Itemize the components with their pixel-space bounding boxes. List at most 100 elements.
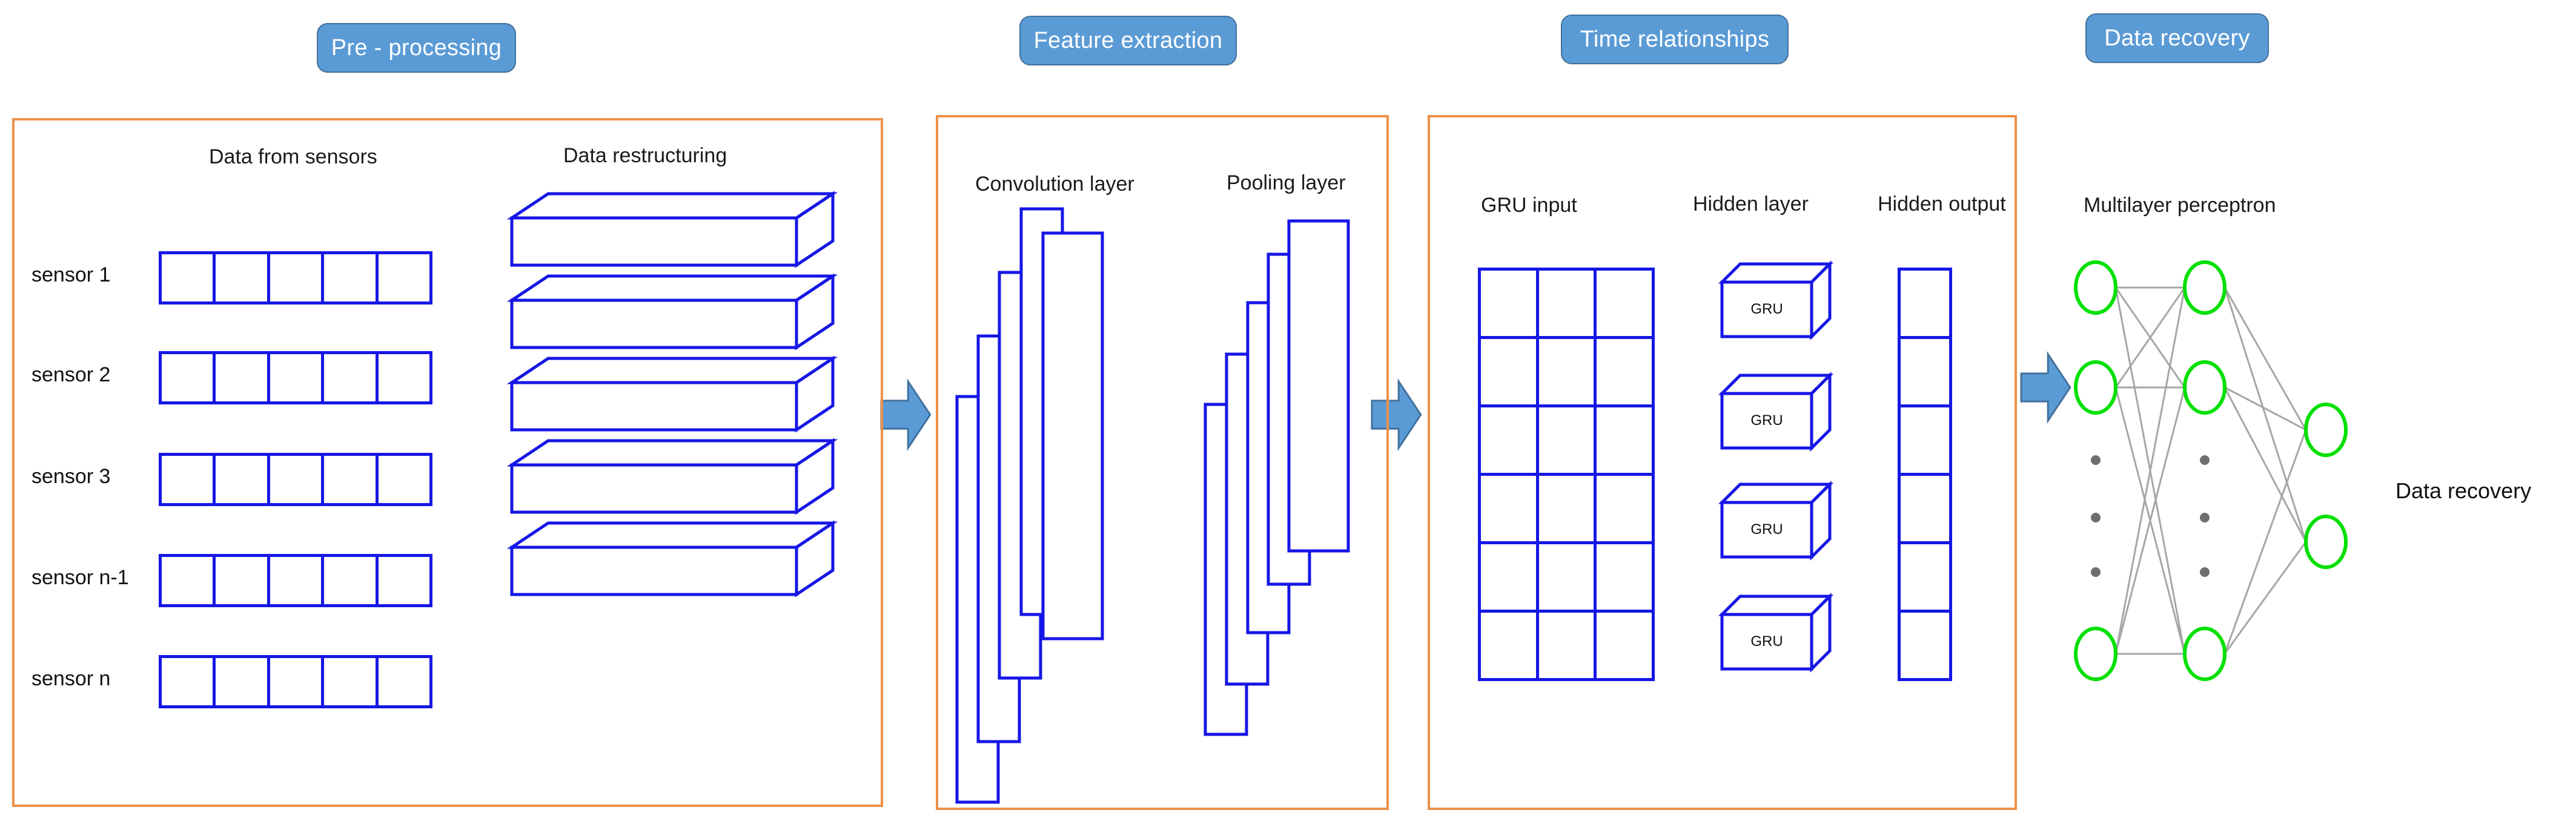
- sensor-data-cell: [216, 658, 270, 705]
- hidden-output-cell: [1901, 613, 1949, 678]
- sensor-data-cell: [270, 658, 325, 705]
- gru-input-cell: [1481, 407, 1539, 473]
- sensor-data-cell: [270, 557, 325, 604]
- sensor-data-cell: [324, 557, 379, 604]
- mlp-connection: [2114, 287, 2186, 654]
- gru-input-cell: [1597, 339, 1652, 404]
- mlp-node: [2074, 260, 2117, 315]
- mlp-connection: [2114, 287, 2186, 388]
- gru-cube-label: GRU: [1750, 301, 1783, 317]
- sensor-data-cell: [379, 456, 429, 503]
- sensor-row-label: sensor n: [31, 667, 111, 690]
- sensor-data-cell: [216, 254, 270, 301]
- gru-cube-label: GRU: [1750, 412, 1783, 429]
- hidden-output-grid-row: [1901, 407, 1949, 476]
- gru-input-cell: [1481, 544, 1539, 610]
- mlp-node: [2304, 515, 2348, 569]
- sensor-data-cell: [270, 354, 325, 401]
- gru-input-cell: [1539, 407, 1597, 473]
- panel-feature-extraction: [936, 115, 1389, 810]
- mlp-ellipsis-dot: [2200, 513, 2210, 522]
- sensor-data-cell: [379, 354, 429, 401]
- sensor-data-cell: [270, 254, 325, 301]
- gru-input-cell: [1597, 407, 1652, 473]
- gru-input-cell: [1539, 271, 1597, 336]
- mlp-connection: [2223, 287, 2307, 542]
- mlp-node: [2074, 360, 2117, 415]
- caption-hidden-output: Hidden output: [1878, 193, 2006, 216]
- sensor-data-cell: [162, 658, 216, 705]
- caption-multilayer-perceptron: Multilayer perceptron: [2084, 194, 2276, 217]
- hidden-output-grid-row: [1901, 271, 1949, 339]
- panel-time-relationships: [1428, 115, 2017, 810]
- gru-input-grid-row: [1481, 613, 1652, 678]
- sensor-data-cell: [216, 354, 270, 401]
- sensor-data-cell: [162, 456, 216, 503]
- gru-input-grid-row: [1481, 476, 1652, 544]
- sensor-row-label: sensor 3: [31, 465, 111, 488]
- sensor-data-cell: [162, 557, 216, 604]
- flow-arrow-3: [2020, 351, 2071, 424]
- stage-title-time-relationships[interactable]: Time relationships: [1561, 15, 1789, 64]
- hidden-output-cell: [1901, 271, 1949, 336]
- sensor-data-cell: [216, 557, 270, 604]
- caption-pooling-layer: Pooling layer: [1227, 171, 1346, 194]
- caption-data-from-sensors: Data from sensors: [209, 145, 377, 168]
- gru-cube-label: GRU: [1750, 521, 1783, 538]
- sensor-data-row: [159, 554, 432, 607]
- gru-input-grid-row: [1481, 407, 1652, 476]
- gru-input-cell: [1597, 544, 1652, 610]
- caption-hidden-layer: Hidden layer: [1693, 193, 1809, 216]
- gru-input-cell: [1597, 271, 1652, 336]
- sensor-data-cell: [324, 254, 379, 301]
- mlp-connection: [2114, 387, 2186, 654]
- sensor-data-cell: [379, 557, 429, 604]
- stage-title-pre-processing[interactable]: Pre - processing: [317, 23, 516, 73]
- hidden-output-cell: [1901, 544, 1949, 610]
- gru-input-cell: [1539, 544, 1597, 610]
- gru-input-cell: [1539, 613, 1597, 678]
- hidden-output-cell: [1901, 339, 1949, 404]
- sensor-data-row: [159, 251, 432, 305]
- caption-convolution-layer: Convolution layer: [975, 173, 1134, 196]
- mlp-connection: [2223, 541, 2307, 654]
- gru-input-grid-row: [1481, 339, 1652, 407]
- mlp-connection: [2114, 387, 2186, 654]
- gru-input-cell: [1481, 613, 1539, 678]
- gru-input-cell: [1539, 476, 1597, 541]
- gru-input-grid-row: [1481, 544, 1652, 613]
- gru-input-cell: [1481, 271, 1539, 336]
- gru-cube-label: GRU: [1750, 633, 1783, 650]
- mlp-node: [2183, 360, 2227, 415]
- hidden-output-grid-row: [1901, 544, 1949, 613]
- mlp-node: [2074, 627, 2117, 681]
- hidden-output-grid-row: [1901, 476, 1949, 544]
- mlp-connection: [2224, 386, 2306, 431]
- mlp-ellipsis-dot: [2091, 455, 2101, 465]
- sensor-data-row: [159, 655, 432, 708]
- mlp-ellipsis-dot: [2200, 455, 2210, 465]
- sensor-data-row: [159, 351, 432, 404]
- mlp-connection: [2223, 287, 2307, 430]
- mlp-connection: [2114, 287, 2186, 388]
- sensor-row-label: sensor 2: [31, 363, 111, 386]
- stage-title-feature-extraction[interactable]: Feature extraction: [1019, 16, 1237, 65]
- gru-input-cell: [1481, 339, 1539, 404]
- caption-data-restructuring: Data restructuring: [563, 144, 727, 167]
- gru-input-cell: [1481, 476, 1539, 541]
- stage-title-data-recovery[interactable]: Data recovery: [2085, 13, 2269, 63]
- gru-input-grid: [1478, 268, 1655, 681]
- label-data-recovery-output: Data recovery: [2396, 478, 2532, 503]
- sensor-data-cell: [324, 658, 379, 705]
- hidden-output-cell: [1901, 476, 1949, 541]
- sensor-data-cell: [162, 354, 216, 401]
- mlp-node: [2183, 627, 2227, 681]
- sensor-data-cell: [162, 254, 216, 301]
- mlp-connection: [2223, 387, 2307, 542]
- hidden-output-grid-row: [1901, 613, 1949, 678]
- gru-input-cell: [1597, 613, 1652, 678]
- gru-input-grid-row: [1481, 271, 1652, 339]
- hidden-output-grid: [1898, 268, 1952, 681]
- mlp-node: [2304, 403, 2348, 457]
